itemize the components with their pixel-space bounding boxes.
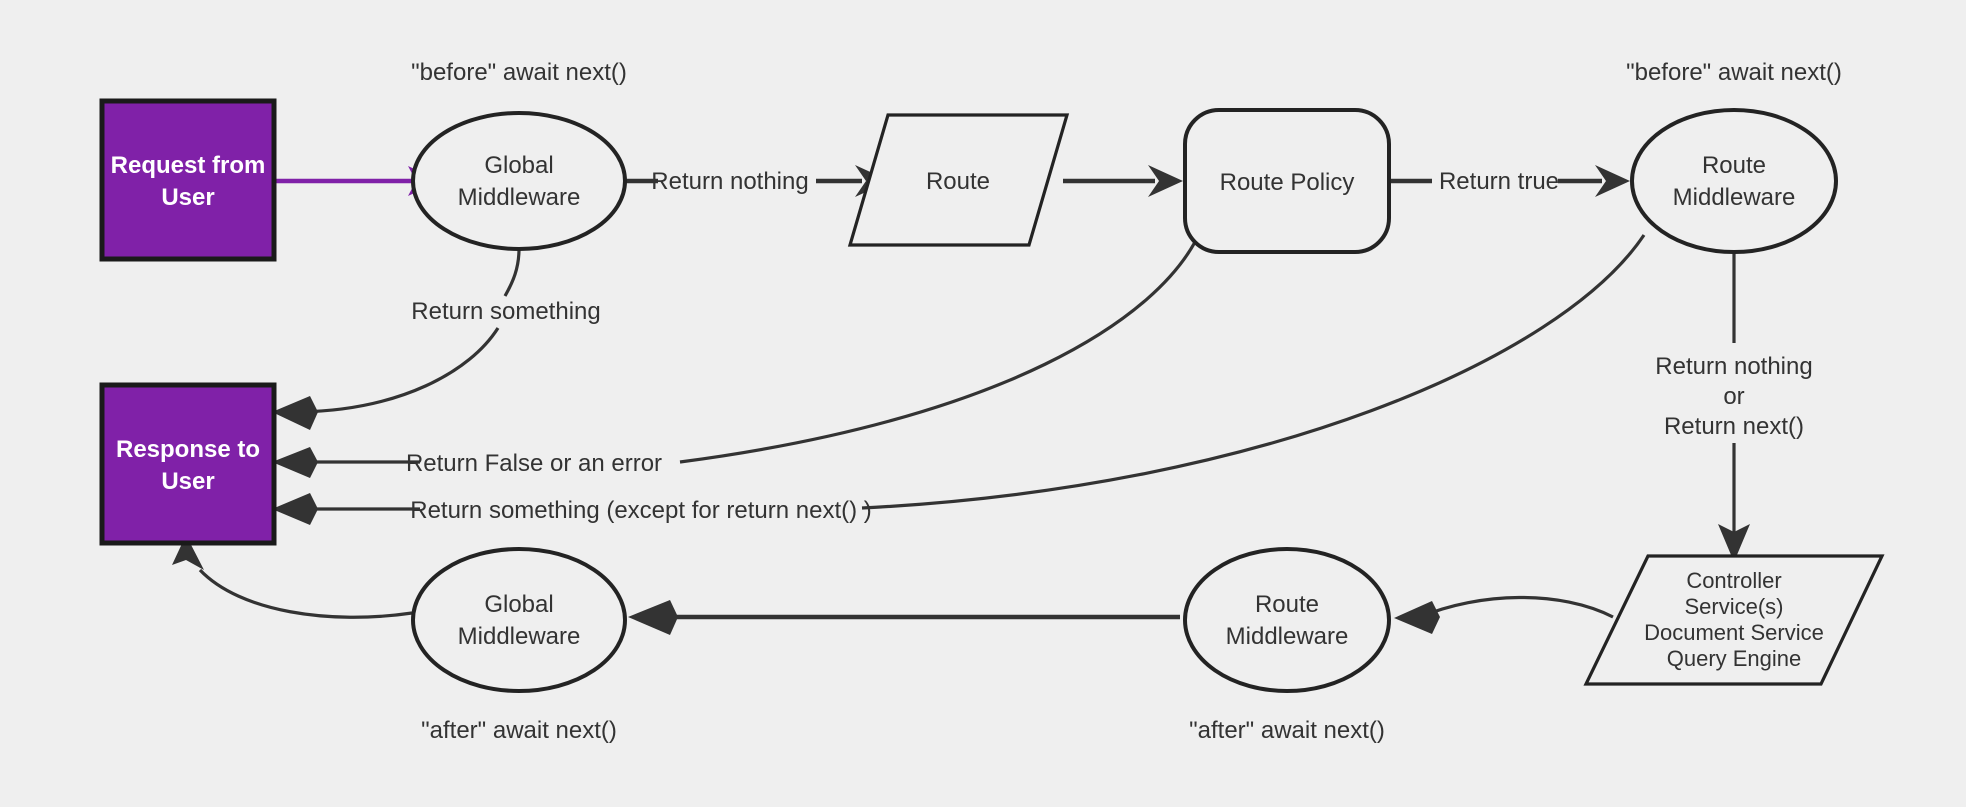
route-policy-label: Route Policy: [1220, 169, 1355, 196]
request-from-user-label-line1: Request from: [111, 152, 266, 179]
edge-route-middleware-to-controller: [1718, 252, 1750, 562]
edge-route-to-route-policy: [1063, 165, 1183, 197]
global-middleware-before-label-line2: Middleware: [458, 184, 581, 211]
global-middleware-after-label-line2: Middleware: [458, 623, 581, 650]
edge-route-middleware-after-to-global-middleware-after: [628, 600, 1180, 635]
node-global-middleware-before[interactable]: Global Middleware: [411, 111, 627, 251]
response-to-user-label-line2: User: [161, 468, 214, 495]
edge-label-return-nothing-or-next-line1: Return nothing: [1655, 353, 1812, 380]
edge-global-middleware-after-to-response: [172, 535, 413, 619]
edge-route-middleware-return-something-except: [272, 234, 1646, 525]
edge-label-return-nothing-or-next-line3: Return next(): [1664, 413, 1804, 440]
node-response-to-user[interactable]: Response to User: [99, 382, 277, 546]
edge-label-return-something: Return something: [411, 298, 600, 325]
route-middleware-after-label-line2: Middleware: [1226, 623, 1349, 650]
node-route-middleware-after[interactable]: Route Middleware: [1183, 547, 1391, 693]
response-to-user-label-line1: Response to: [116, 436, 260, 463]
node-route-policy[interactable]: Route Policy: [1183, 108, 1391, 254]
route-middleware-after-label-line1: Route: [1255, 591, 1319, 618]
edge-label-return-something-except-next: Return something (except for return next…: [410, 497, 872, 524]
edge-label-return-nothing-or-next-line2: or: [1723, 383, 1744, 410]
global-middleware-after-label-line1: Global: [484, 591, 553, 618]
controller-label-line2: Service(s): [1684, 594, 1783, 619]
edge-controller-to-route-middleware-after: [1394, 595, 1614, 634]
route-label: Route: [926, 168, 990, 195]
controller-label-line1: Controller: [1686, 568, 1781, 593]
request-from-user-label-line2: User: [161, 184, 214, 211]
node-route-middleware-before[interactable]: Route Middleware: [1630, 108, 1838, 254]
node-global-middleware-after[interactable]: Global Middleware: [411, 547, 627, 693]
node-route[interactable]: Route: [847, 113, 1070, 247]
route-middleware-before-label-line2: Middleware: [1673, 184, 1796, 211]
node-request-from-user[interactable]: Request from User: [99, 98, 277, 262]
global-middleware-before-label-line1: Global: [484, 152, 553, 179]
controller-label-line3: Document Service: [1644, 620, 1824, 645]
edge-global-middleware-return-something: [272, 248, 521, 430]
edge-route-policy-return-false: [272, 231, 1202, 478]
edge-route-policy-to-route-middleware: [1390, 165, 1630, 197]
edge-label-return-true: Return true: [1439, 168, 1559, 195]
route-middleware-before-label-line1: Route: [1702, 152, 1766, 179]
controller-label-line4: Query Engine: [1667, 646, 1802, 671]
annotation-before-await-next-global: "before" await next(): [411, 59, 627, 86]
annotation-before-await-next-route: "before" await next(): [1626, 59, 1842, 86]
annotation-after-await-next-global: "after" await next(): [421, 717, 617, 744]
edge-label-return-false-or-error: Return False or an error: [406, 450, 662, 477]
node-controller-services[interactable]: Controller Service(s) Document Service Q…: [1583, 554, 1885, 686]
annotation-after-await-next-route: "after" await next(): [1189, 717, 1385, 744]
edge-label-return-nothing: Return nothing: [651, 168, 808, 195]
